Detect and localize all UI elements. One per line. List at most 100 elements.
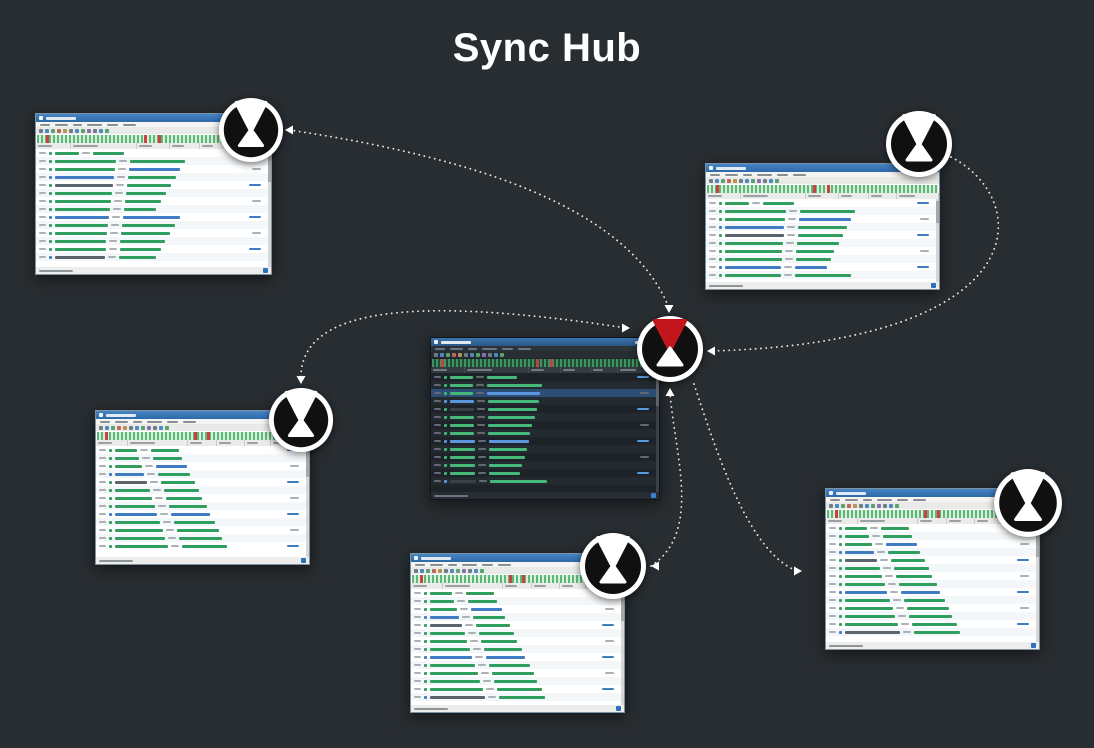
toolbar-icon[interactable] — [853, 503, 857, 508]
scrollbar-thumb[interactable] — [1036, 526, 1039, 557]
toolbar-icon[interactable] — [769, 178, 773, 183]
node-bottom-right-badge[interactable] — [992, 467, 1064, 539]
table-row[interactable] — [36, 229, 271, 237]
table-row[interactable] — [96, 526, 309, 534]
toolbar-icon[interactable] — [63, 128, 67, 133]
toolbar-icon[interactable] — [721, 178, 725, 183]
toolbar-icon[interactable] — [99, 128, 103, 133]
scrollbar-thumb[interactable] — [306, 448, 309, 477]
table-row[interactable] — [411, 653, 624, 661]
table-row[interactable] — [96, 542, 309, 550]
toolbar-icon[interactable] — [871, 503, 875, 508]
toolbar-icon[interactable] — [464, 352, 468, 357]
table-row[interactable] — [706, 255, 939, 263]
table-row[interactable] — [706, 271, 939, 279]
toolbar-icon[interactable] — [763, 178, 767, 183]
toolbar-icon[interactable] — [123, 425, 127, 430]
toolbar-icon[interactable] — [474, 568, 478, 573]
table-row[interactable] — [36, 181, 271, 189]
table-row[interactable] — [411, 661, 624, 669]
table-row[interactable] — [826, 572, 1039, 580]
table-row[interactable] — [411, 605, 624, 613]
table-row[interactable] — [96, 462, 309, 470]
table-row[interactable] — [826, 540, 1039, 548]
toolbar-icon[interactable] — [757, 178, 761, 183]
scrollbar[interactable] — [621, 589, 624, 705]
column-header[interactable] — [96, 440, 128, 446]
toolbar-icon[interactable] — [739, 178, 743, 183]
toolbar-icon[interactable] — [494, 352, 498, 357]
table-row[interactable] — [431, 429, 659, 437]
node-mid-left-badge[interactable] — [267, 386, 335, 454]
table-row[interactable] — [96, 502, 309, 510]
toolbar-icon[interactable] — [480, 568, 484, 573]
toolbar-icon[interactable] — [69, 128, 73, 133]
table-row[interactable] — [431, 437, 659, 445]
toolbar-icon[interactable] — [709, 178, 713, 183]
toolbar-icon[interactable] — [450, 568, 454, 573]
toolbar-icon[interactable] — [75, 128, 79, 133]
table-row[interactable] — [36, 205, 271, 213]
column-header[interactable] — [858, 518, 918, 524]
column-header[interactable] — [36, 143, 72, 149]
table-row[interactable] — [96, 454, 309, 462]
table-row[interactable] — [826, 580, 1039, 588]
table-row[interactable] — [96, 494, 309, 502]
table-row[interactable] — [826, 564, 1039, 572]
table-row[interactable] — [411, 613, 624, 621]
toolbar-icon[interactable] — [715, 178, 719, 183]
table-row[interactable] — [36, 213, 271, 221]
toolbar-icon[interactable] — [829, 503, 833, 508]
table-row[interactable] — [826, 628, 1039, 636]
toolbar-icon[interactable] — [865, 503, 869, 508]
column-header[interactable] — [411, 583, 443, 589]
table-row[interactable] — [96, 478, 309, 486]
toolbar-icon[interactable] — [470, 352, 474, 357]
column-header[interactable] — [443, 583, 503, 589]
toolbar-icon[interactable] — [57, 128, 61, 133]
toolbar-icon[interactable] — [500, 352, 504, 357]
table-row[interactable] — [411, 693, 624, 701]
toolbar-icon[interactable] — [135, 425, 139, 430]
table-row[interactable] — [36, 197, 271, 205]
table-row[interactable] — [411, 637, 624, 645]
toolbar-icon[interactable] — [93, 128, 97, 133]
table-row[interactable] — [826, 532, 1039, 540]
table-row[interactable] — [826, 612, 1039, 620]
toolbar-icon[interactable] — [165, 425, 169, 430]
toolbar-icon[interactable] — [456, 568, 460, 573]
column-header[interactable] — [245, 440, 271, 446]
table-row[interactable] — [431, 445, 659, 453]
column-header[interactable] — [188, 440, 218, 446]
table-row[interactable] — [706, 215, 939, 223]
toolbar-icon[interactable] — [745, 178, 749, 183]
table-row[interactable] — [706, 207, 939, 215]
table-row[interactable] — [706, 239, 939, 247]
column-header[interactable] — [217, 440, 246, 446]
table-row[interactable] — [36, 189, 271, 197]
column-header[interactable] — [170, 143, 201, 149]
scrollbar-thumb[interactable] — [621, 591, 624, 622]
table-row[interactable] — [36, 245, 271, 253]
table-row[interactable] — [96, 534, 309, 542]
table-row[interactable] — [431, 405, 659, 413]
toolbar-icon[interactable] — [458, 352, 462, 357]
toolbar-icon[interactable] — [105, 425, 109, 430]
toolbar-icon[interactable] — [141, 425, 145, 430]
toolbar-icon[interactable] — [775, 178, 779, 183]
table-row[interactable] — [431, 453, 659, 461]
toolbar-icon[interactable] — [462, 568, 466, 573]
toolbar-icon[interactable] — [51, 128, 55, 133]
table-row[interactable] — [431, 389, 659, 397]
toolbar-icon[interactable] — [81, 128, 85, 133]
column-header[interactable] — [137, 143, 170, 149]
table-row[interactable] — [411, 685, 624, 693]
column-header[interactable] — [128, 440, 188, 446]
toolbar-icon[interactable] — [420, 568, 424, 573]
column-header[interactable] — [947, 518, 976, 524]
toolbar-icon[interactable] — [111, 425, 115, 430]
table-row[interactable] — [36, 157, 271, 165]
table-row[interactable] — [96, 510, 309, 518]
toolbar-icon[interactable] — [129, 425, 133, 430]
toolbar-icon[interactable] — [117, 425, 121, 430]
